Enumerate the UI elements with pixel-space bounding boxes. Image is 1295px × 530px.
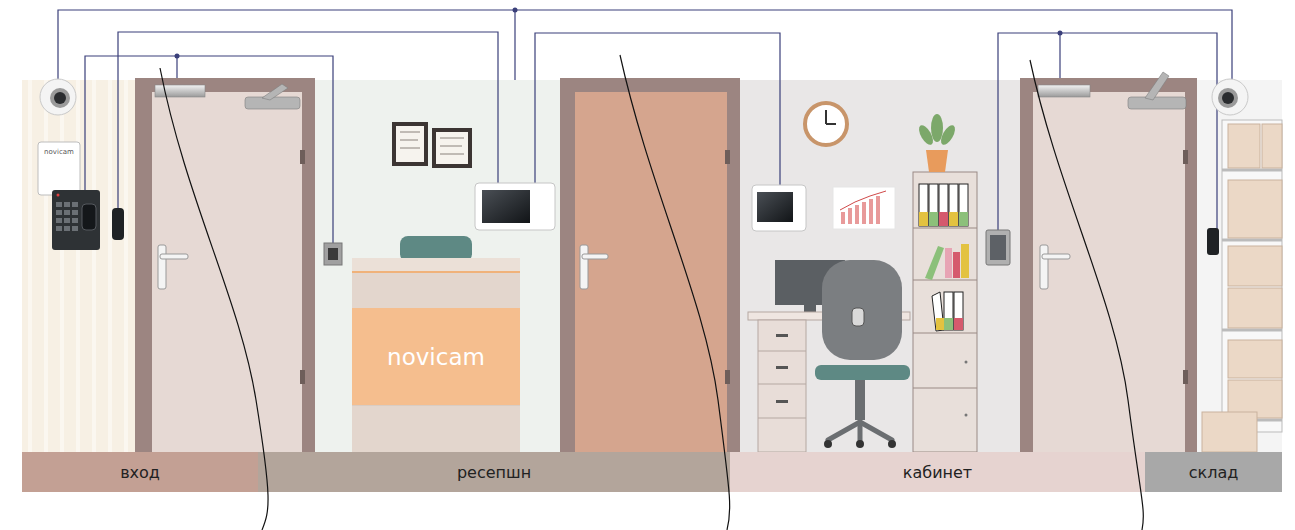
node-label: novicam bbox=[387, 344, 485, 370]
reception-desk-panel: novicam bbox=[352, 308, 520, 405]
node-label: ресепшн bbox=[457, 463, 531, 482]
node-label: склад bbox=[1189, 463, 1239, 482]
zone-band: склад bbox=[1145, 452, 1282, 492]
zone-band: ресепшн bbox=[258, 452, 730, 492]
node-label: novicam bbox=[44, 148, 74, 156]
node-label: кабинет bbox=[903, 463, 972, 482]
wall-plaque: novicam bbox=[40, 145, 78, 159]
zone-band: кабинет bbox=[730, 452, 1145, 492]
zone-band: вход bbox=[22, 452, 258, 492]
node-label: вход bbox=[120, 463, 160, 482]
